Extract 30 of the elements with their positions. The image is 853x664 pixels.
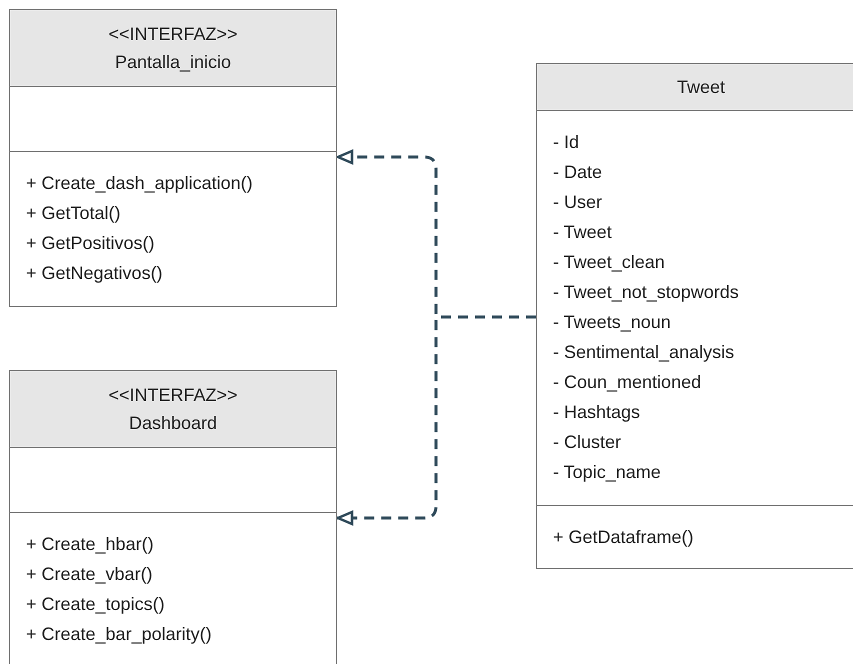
method: + Create_vbar() <box>26 563 153 586</box>
method: + Create_topics() <box>26 593 165 616</box>
class-name: Tweet <box>676 76 726 99</box>
method: + GetDataframe() <box>553 526 694 549</box>
attribute: - Tweets_noun <box>553 311 671 334</box>
method: + GetTotal() <box>26 202 121 225</box>
attribute: - Topic_name <box>553 461 661 484</box>
attribute: - Date <box>553 161 602 184</box>
class-name: Dashboard <box>128 412 218 435</box>
dependency-arrow <box>336 316 536 526</box>
attribute: - Hashtags <box>553 401 640 424</box>
method: + GetPositivos() <box>26 232 155 255</box>
stereotype-label: <<INTERFAZ>> <box>108 23 238 46</box>
attribute: - Cluster <box>553 431 622 454</box>
method: + Create_dash_application() <box>26 172 253 195</box>
attribute: - Tweet_not_stopwords <box>553 281 739 304</box>
attribute: - Tweet_clean <box>553 251 665 274</box>
method: + Create_hbar() <box>26 533 154 556</box>
class-box <box>536 63 853 569</box>
class-box <box>9 370 337 664</box>
stereotype-label: <<INTERFAZ>> <box>108 384 238 407</box>
class-box <box>9 9 337 307</box>
class-name: Pantalla_inicio <box>114 51 232 74</box>
method: + Create_bar_polarity() <box>26 623 212 646</box>
attribute: - User <box>553 191 602 214</box>
attribute: - Tweet <box>553 221 612 244</box>
attribute: - Id <box>553 131 580 154</box>
attribute: - Coun_mentioned <box>553 371 702 394</box>
attribute: - Sentimental_analysis <box>553 341 734 364</box>
method: + GetNegativos() <box>26 262 163 285</box>
